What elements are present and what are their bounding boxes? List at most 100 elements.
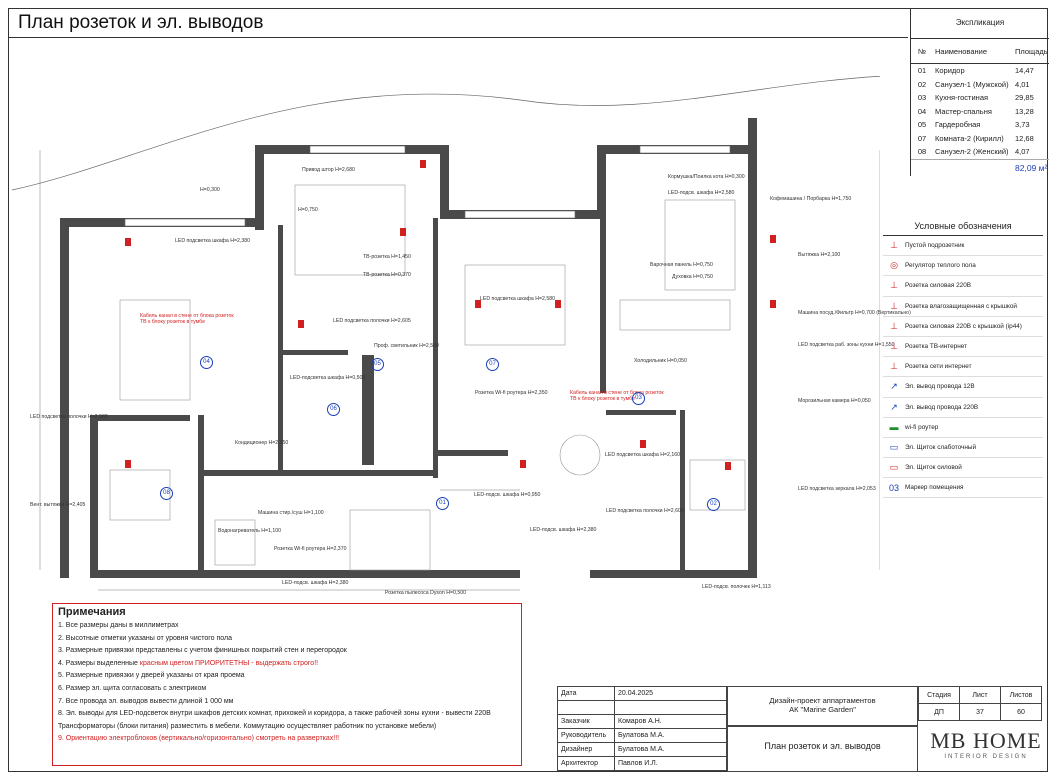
stamp-value: Павлов И.Л. bbox=[614, 756, 727, 771]
plan-label: LED подсветка полочки H=2,605 bbox=[333, 318, 411, 324]
note-item: 5. Размерные привязки у дверей указаны о… bbox=[58, 672, 245, 680]
row-name: Комната-2 (Кирилл) bbox=[935, 133, 1004, 143]
legend-item: ▬ wi-fi роутер bbox=[883, 418, 1043, 438]
stamp-label: Дизайнер bbox=[557, 742, 615, 757]
row-name: Санузел-1 (Мужской) bbox=[935, 79, 1009, 89]
stamp-label: Дата bbox=[557, 686, 615, 701]
explication-caption: Экспликация bbox=[911, 8, 1049, 39]
plan-label: LED-подсв. шкафа H=0,950 bbox=[474, 492, 541, 498]
explication-row: 07 Комната-2 (Кирилл) 12,68 bbox=[911, 132, 1049, 146]
legend-text: Эл. вывод провода 220В bbox=[905, 403, 979, 411]
plan-label: LED подсветка раб. зоны кухни H=1,550 bbox=[798, 342, 895, 348]
note-item: 9. Ориентацию электроблоков (вертикально… bbox=[58, 735, 340, 743]
sheet-label: Лист bbox=[959, 686, 1001, 704]
note-item: 8. Эл. выводы для LED-подсветок внутри ш… bbox=[58, 710, 491, 718]
floor-plan bbox=[11, 75, 880, 591]
legend-text: wi-fi роутер bbox=[905, 423, 939, 431]
note-item: 7. Все провода эл. выводов вывести длино… bbox=[58, 697, 234, 705]
row-num: 03 bbox=[917, 93, 927, 103]
wire-220v-icon: ↗ bbox=[890, 401, 898, 412]
legend-item: ⊥Розетка сети интернет bbox=[883, 357, 1043, 378]
row-name: Санузел-2 (Женский) bbox=[935, 147, 1009, 157]
stamp-label: Архитектор bbox=[557, 756, 615, 771]
note-item: 1. Все размеры даны в миллиметрах bbox=[58, 622, 179, 629]
stamp-label: Руководитель bbox=[557, 728, 615, 743]
room-marker: 06 bbox=[327, 403, 340, 416]
empty-box-icon: ⊥ bbox=[890, 240, 898, 251]
legend-text: Розетка силовая 220В с крышкой (ip44) bbox=[905, 322, 1022, 330]
row-name: Гардеробная bbox=[935, 120, 981, 130]
plan-label: LED подсветка шкафа H=2,580 bbox=[480, 296, 556, 302]
plan-label: LED подсветка шкафа H=2,380 bbox=[175, 238, 251, 244]
room-marker-icon: 03 bbox=[888, 482, 899, 493]
stamp-value bbox=[614, 700, 727, 715]
plan-label: LED-подсв. полочек H=1,113 bbox=[702, 584, 771, 590]
legend: Условные обозначения ⊥Пустой подрозетник… bbox=[883, 218, 1043, 499]
furniture bbox=[109, 184, 746, 571]
plan-label: LED-подсв. шкафа H=2,380 bbox=[282, 580, 349, 586]
plan-label: Привод штор H=2,680 bbox=[302, 167, 355, 173]
terrace-outline bbox=[11, 75, 880, 191]
floor-heating-regulator-icon: ◎ bbox=[890, 260, 898, 271]
row-num: 02 bbox=[917, 79, 927, 89]
legend-text: Пустой подрозетник bbox=[905, 242, 965, 250]
room-marker: 05 bbox=[371, 358, 384, 371]
plan-label: LED-подсв. шкафа H=2,380 bbox=[530, 527, 597, 533]
stamp-value: Булатова М.А. bbox=[614, 742, 727, 757]
legend-item: ↗ Эл. вывод провода 220В bbox=[883, 398, 1043, 418]
tv-socket-icon: ⊥ bbox=[890, 341, 898, 352]
room-marker: 03 bbox=[632, 392, 645, 405]
network-socket-icon: ⊥ bbox=[890, 361, 898, 372]
plan-label: LED подсветка полочки H=2,605 bbox=[606, 508, 684, 514]
stamp-value: Комаров А.Н. bbox=[614, 714, 727, 729]
power-panel-icon: ▭ bbox=[889, 462, 899, 473]
wire-12v-icon: ↗ bbox=[890, 381, 898, 392]
stage-value: ДП bbox=[918, 703, 960, 721]
row-num: 01 bbox=[917, 66, 927, 76]
sheets-value: 60 bbox=[1000, 703, 1042, 721]
row-area: 4,07 bbox=[1015, 147, 1030, 157]
room-marker: 04 bbox=[200, 356, 213, 369]
note-item: 6. Размер эл. щита согласовать с электри… bbox=[58, 684, 207, 692]
sheet-value: 37 bbox=[959, 703, 1001, 721]
plan-label: Розетка Wi-fi роутера H=2,370 bbox=[274, 546, 347, 552]
project-line-2: АК "Marine Garden" bbox=[789, 705, 856, 714]
row-name: Мастер-спальня bbox=[935, 106, 992, 116]
ip44-socket-icon: ⊥ bbox=[890, 320, 898, 331]
sheets-label: Листов bbox=[1000, 686, 1042, 704]
stamp-label: Заказчик bbox=[557, 714, 615, 729]
logo-sub: INTERIOR DESIGN bbox=[944, 754, 1028, 760]
low-current-panel-icon: ▭ bbox=[889, 441, 899, 452]
row-area: 12,68 bbox=[1015, 133, 1034, 143]
plan-label: Кабель канал в стене от блока розеток ТВ… bbox=[570, 390, 664, 402]
plan-label: ТВ-розетка H=0,370 bbox=[363, 272, 411, 278]
wifi-router-icon: ▬ bbox=[889, 422, 899, 433]
row-num: 07 bbox=[917, 133, 927, 143]
legend-item: ▭ Эл. Щиток слаботочный bbox=[883, 438, 1043, 459]
legend-text: Регулятор теплого пола bbox=[905, 262, 976, 270]
plan-label: Вытяжка H=2,100 bbox=[798, 252, 841, 258]
sheet-title: План розеток и эл. выводов bbox=[727, 726, 918, 772]
waterproof-socket-icon: ⊥ bbox=[890, 300, 898, 311]
plan-label: Духовка H=0,750 bbox=[672, 274, 713, 280]
windows bbox=[124, 145, 731, 227]
row-num: 05 bbox=[917, 120, 927, 130]
drawing-frame bbox=[8, 8, 1048, 772]
header-num: № bbox=[917, 46, 927, 56]
header-name: Наименование bbox=[935, 46, 987, 56]
legend-item: ⊥Розетка ТВ-интернет bbox=[883, 337, 1043, 358]
note-item: 3. Размерные привязки представлены с уче… bbox=[58, 647, 347, 655]
plan-label: Морозильная камера H=0,050 bbox=[798, 398, 871, 404]
page-title: План розеток и эл. выводов bbox=[18, 12, 264, 33]
legend-item: ⊥Розетка влагозащищенная с крышкой bbox=[883, 297, 1043, 317]
legend-text: Эл. Щиток слаботочный bbox=[905, 443, 977, 451]
plan-label: LED-подсв. шкафа H=2,580 bbox=[668, 190, 735, 196]
notes-title: Примечания bbox=[58, 606, 126, 618]
explication-total-row: 82,09 м² bbox=[911, 158, 1049, 176]
plan-label: Кормушка/Поилка кота H=0,300 bbox=[668, 174, 745, 180]
note-item: Трансформаторы (блоки питания) разместит… bbox=[58, 722, 437, 730]
